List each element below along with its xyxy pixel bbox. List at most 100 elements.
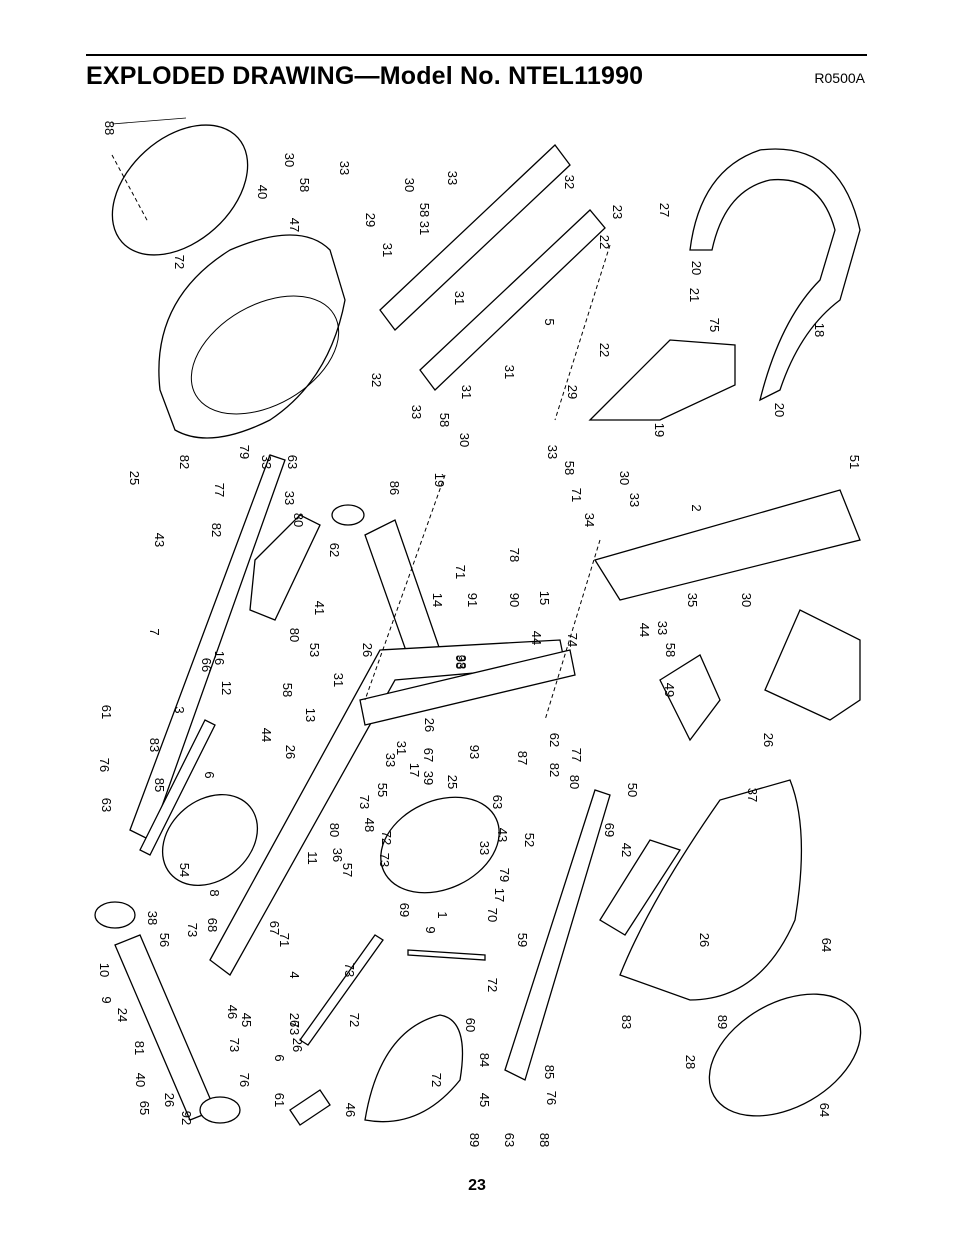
assembly-line-c (554, 244, 611, 421)
part-label-60: 60 (463, 1018, 478, 1032)
tray-75 (588, 339, 736, 421)
part-label-85: 85 (152, 778, 167, 792)
part-label-67: 67 (421, 748, 436, 762)
part-label-79: 79 (237, 445, 252, 459)
part-label-32: 32 (369, 373, 384, 387)
part-label-18: 18 (812, 323, 827, 337)
part-label-66: 66 (199, 658, 214, 672)
part-label-71: 71 (453, 565, 468, 579)
part-label-42: 42 (619, 843, 634, 857)
part-label-25: 25 (445, 775, 460, 789)
part-label-8: 8 (207, 889, 222, 896)
part-label-33: 33 (627, 493, 642, 507)
part-label-44: 44 (529, 631, 544, 645)
part-label-83: 83 (619, 1015, 634, 1029)
part-label-61: 61 (99, 705, 114, 719)
part-label-50: 50 (625, 783, 640, 797)
part-label-31: 31 (459, 385, 474, 399)
part-label-80: 80 (287, 628, 302, 642)
part-label-22: 22 (597, 235, 612, 249)
part-label-73: 73 (357, 795, 372, 809)
part-label-76: 76 (237, 1073, 252, 1087)
part-label-30: 30 (617, 471, 632, 485)
part-label-67: 67 (267, 921, 282, 935)
part-label-84: 84 (477, 1053, 492, 1067)
part-label-90: 90 (507, 593, 522, 607)
part-label-80: 80 (327, 823, 342, 837)
part-label-78: 78 (507, 548, 522, 562)
part-label-20: 20 (772, 403, 787, 417)
drawing-code: R0500A (814, 70, 865, 86)
part-label-4: 4 (287, 971, 302, 978)
page-title: EXPLODED DRAWING—Model No. NTEL11990 (86, 62, 644, 90)
part-label-73: 73 (227, 1038, 242, 1052)
part-label-93: 93 (467, 745, 482, 759)
part-label-68: 68 (205, 918, 220, 932)
part-label-31: 31 (452, 291, 467, 305)
part-label-33: 33 (445, 171, 460, 185)
part-label-38: 38 (145, 911, 160, 925)
part-label-31: 31 (331, 673, 346, 687)
part-label-29: 29 (565, 385, 580, 399)
part-label-45: 45 (477, 1093, 492, 1107)
part-label-26: 26 (290, 1038, 305, 1052)
part-label-63: 63 (490, 795, 505, 809)
leg-6-right (299, 934, 384, 1046)
part-label-79: 79 (497, 868, 512, 882)
part-label-80: 80 (291, 513, 306, 527)
pulley-8 (161, 794, 259, 886)
part-label-58: 58 (562, 461, 577, 475)
part-label-72: 72 (347, 1013, 362, 1027)
part-label-63: 63 (285, 455, 300, 469)
part-label-46: 46 (343, 1103, 358, 1117)
part-label-28: 28 (683, 1055, 698, 1069)
part-label-17: 17 (407, 763, 422, 777)
part-label-75: 75 (707, 318, 722, 332)
part-label-36: 36 (330, 848, 345, 862)
part-label-63: 63 (502, 1133, 517, 1147)
part-label-64: 64 (817, 1103, 832, 1117)
part-label-33: 33 (282, 491, 297, 505)
part-label-26: 26 (360, 643, 375, 657)
part-label-72: 72 (379, 831, 394, 845)
part-label-30: 30 (457, 433, 472, 447)
part-label-82: 82 (547, 763, 562, 777)
part-label-31: 31 (502, 365, 517, 379)
part-label-31: 31 (394, 741, 409, 755)
part-label-89: 89 (715, 1015, 730, 1029)
part-label-26: 26 (162, 1093, 177, 1107)
part-label-19: 19 (432, 473, 447, 487)
part-label-58: 58 (297, 178, 312, 192)
part-label-58: 58 (280, 683, 295, 697)
plate-92 (289, 1089, 331, 1126)
part-label-41: 41 (312, 601, 327, 615)
pedal-arm-3 (129, 454, 286, 841)
part-label-9: 9 (99, 996, 114, 1003)
part-label-63: 63 (99, 798, 114, 812)
rail-2 (593, 489, 861, 601)
part-label-40: 40 (255, 185, 270, 199)
part-label-33: 33 (259, 455, 274, 469)
part-label-88: 88 (102, 121, 117, 135)
part-label-43: 43 (495, 828, 510, 842)
part-label-70: 70 (485, 908, 500, 922)
part-label-46: 46 (225, 1005, 240, 1019)
part-label-47: 47 (287, 218, 302, 232)
part-label-3: 3 (172, 706, 187, 713)
part-label-77: 77 (212, 483, 227, 497)
part-label-57: 57 (340, 863, 355, 877)
part-label-14: 14 (430, 593, 445, 607)
part-label-81: 81 (132, 1041, 147, 1055)
part-label-54: 54 (177, 863, 192, 877)
part-label-93: 93 (453, 655, 468, 669)
footpad-41 (249, 514, 321, 621)
part-label-72: 72 (172, 255, 187, 269)
flywheel-37 (380, 796, 500, 894)
part-label-34: 34 (582, 513, 597, 527)
part-label-44: 44 (259, 728, 274, 742)
part-label-82: 82 (209, 523, 224, 537)
part-label-21: 21 (687, 288, 702, 302)
cap-62 (331, 504, 365, 526)
part-label-26: 26 (761, 733, 776, 747)
part-label-85: 85 (542, 1065, 557, 1079)
